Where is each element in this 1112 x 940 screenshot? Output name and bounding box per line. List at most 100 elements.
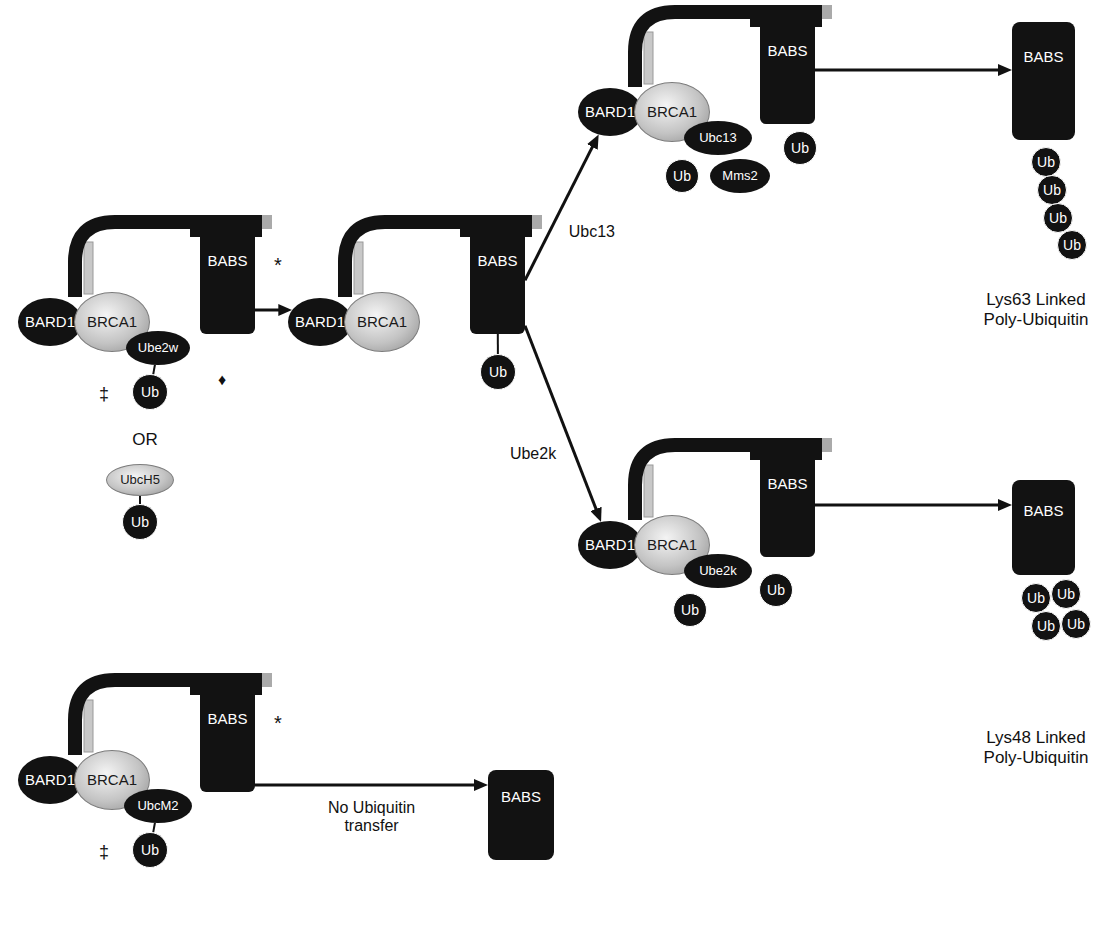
node-text: BABS <box>1023 48 1063 65</box>
ubiquitin-circle: Ub <box>1031 147 1061 177</box>
ubiquitin-circle: Ub <box>1061 609 1091 639</box>
linker-stripe <box>644 32 653 84</box>
ubiquitin-circle: Ub <box>1031 611 1061 641</box>
node-text: BARD1 <box>25 313 75 330</box>
node-text: UbcH5 <box>120 473 160 488</box>
ubiquitin-circle: Ub <box>1051 579 1081 609</box>
node-text: Ub <box>673 168 691 184</box>
e2-ellipse: Ube2k <box>684 554 752 588</box>
linker-stripe <box>84 700 93 752</box>
node-text: BRCA1 <box>87 313 137 330</box>
site-marker: ‡ <box>99 384 109 405</box>
node-text: Ub <box>791 140 809 156</box>
babs-tip <box>262 673 272 687</box>
arrow-label: No Ubiquitin transfer <box>314 798 430 837</box>
bard1-ellipse: BARD1 <box>578 521 642 569</box>
babs-box: BABS <box>200 222 255 334</box>
node-text: BABS <box>1023 502 1063 519</box>
e2-ellipse: UbcM2 <box>124 789 192 823</box>
linker-stripe <box>84 242 93 294</box>
node-text: BRCA1 <box>87 771 137 788</box>
ubiquitin-circle: Ub <box>783 131 817 165</box>
ubiquitin-circle: Ub <box>132 832 168 868</box>
ubiquitin-circle: Ub <box>665 159 699 193</box>
product-label: Lys48 Linked Poly-Ubiquitin <box>973 728 1099 767</box>
node-text: BABS <box>767 475 807 492</box>
node-text: BABS <box>501 788 541 805</box>
node-text: Ub <box>1043 182 1061 198</box>
babs-box: BABS <box>760 12 815 124</box>
bard1-ellipse: BARD1 <box>578 88 642 136</box>
babs-box: BABS <box>200 680 255 792</box>
e2-ellipse: UbcH5 <box>106 464 174 496</box>
or-label: OR <box>132 430 158 450</box>
babs-box: BABS <box>488 770 554 860</box>
site-marker: * <box>274 712 282 735</box>
babs-box: BABS <box>760 445 815 557</box>
e2-ellipse: Ubc13 <box>684 121 752 155</box>
node-text: BABS <box>767 42 807 59</box>
node-text: BRCA1 <box>647 536 697 553</box>
linker-stripe <box>644 465 653 517</box>
ubiquitin-circle: Ub <box>673 593 707 627</box>
node-text: Mms2 <box>722 169 757 184</box>
node-text: Ub <box>1067 616 1085 632</box>
node-text: BABS <box>207 710 247 727</box>
babs-tip <box>822 5 832 19</box>
bard1-ellipse: BARD1 <box>18 756 82 804</box>
site-marker: * <box>274 254 282 277</box>
node-text: BABS <box>477 252 517 269</box>
site-marker: ‡ <box>99 842 109 863</box>
link-line <box>153 365 155 374</box>
node-text: Ube2k <box>699 564 737 579</box>
node-text: BARD1 <box>25 771 75 788</box>
ubiquitin-circle: Ub <box>480 354 516 390</box>
ubiquitin-circle: Ub <box>122 504 158 540</box>
node-text: Ub <box>141 384 159 400</box>
e2-ellipse: Ube2w <box>126 331 190 365</box>
babs-tip <box>822 438 832 452</box>
node-text: Ub <box>1027 590 1045 606</box>
link-line <box>139 496 141 504</box>
node-text: Ub <box>141 842 159 858</box>
arrow-label: Ube2k <box>507 444 559 464</box>
node-text: BARD1 <box>585 536 635 553</box>
node-text: BRCA1 <box>647 103 697 120</box>
ubiquitin-circle: Ub <box>759 573 793 607</box>
site-marker: ♦ <box>218 371 226 389</box>
node-text: Ub <box>681 602 699 618</box>
arrow-label: Ubc13 <box>566 222 618 242</box>
ubiquitin-circle: Ub <box>1043 203 1073 233</box>
node-text: UbcM2 <box>137 799 178 814</box>
ubiquitin-circle: Ub <box>132 374 168 410</box>
babs-box: BABS <box>470 222 525 334</box>
node-text: BRCA1 <box>357 313 407 330</box>
node-text: Ub <box>767 582 785 598</box>
reaction-arrow <box>815 504 1004 507</box>
node-text: Ub <box>1057 586 1075 602</box>
linker-stripe <box>354 242 363 294</box>
mms2-ellipse: Mms2 <box>710 159 770 193</box>
reaction-arrow <box>255 784 480 787</box>
babs-tip <box>532 215 542 229</box>
bard1-ellipse: BARD1 <box>288 298 352 346</box>
node-text: Ub <box>1049 210 1067 226</box>
node-text: Ub <box>1037 618 1055 634</box>
babs-tip <box>262 215 272 229</box>
babs-box: BABS <box>1012 22 1075 140</box>
node-text: Ube2w <box>138 341 178 356</box>
node-text: Ub <box>1063 237 1081 253</box>
node-text: Ub <box>1037 154 1055 170</box>
ubiquitin-circle: Ub <box>1057 230 1087 260</box>
reaction-arrow <box>255 309 284 312</box>
product-label: Lys63 Linked Poly-Ubiquitin <box>973 290 1099 329</box>
connector-layer <box>140 70 1004 832</box>
node-text: Ubc13 <box>699 131 737 146</box>
reaction-arrow <box>525 326 598 515</box>
reaction-arrow <box>815 69 1004 72</box>
ubiquitin-circle: Ub <box>1021 583 1051 613</box>
node-text: Ub <box>489 364 507 380</box>
node-text: BARD1 <box>295 313 345 330</box>
node-text: BARD1 <box>585 103 635 120</box>
node-text: Ub <box>131 514 149 530</box>
